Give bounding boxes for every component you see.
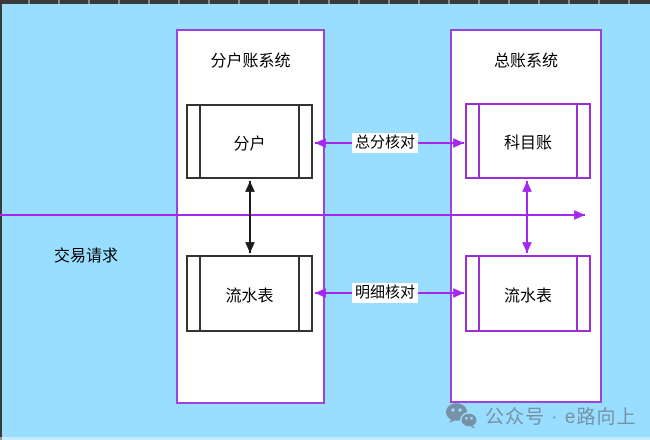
box-left-bar <box>478 105 480 177</box>
detail-reconciliation-label: 明细核对 <box>351 283 419 303</box>
box-flow-table-right-label: 流水表 <box>503 287 552 305</box>
box-flow-table-right: 流水表 <box>465 255 591 332</box>
subledger-system-title: 分户账系统 <box>210 53 291 70</box>
box-subaccount-label: 分户 <box>233 135 266 153</box>
box-left-bar <box>199 257 201 330</box>
box-left-bar <box>199 106 201 177</box>
box-right-bar <box>576 105 578 177</box>
box-flow-table-left: 流水表 <box>186 255 313 332</box>
container-subledger-system: 分户账系统 <box>176 29 325 404</box>
top-ruler-strip <box>0 0 650 4</box>
box-subaccount: 分户 <box>186 104 313 179</box>
box-subject-ledger: 科目账 <box>465 103 591 179</box>
wechat-icon <box>446 403 478 429</box>
total-reconciliation-label: 总分核对 <box>351 133 419 153</box>
box-subject-ledger-label: 科目账 <box>503 135 552 152</box>
bottom-edge-line <box>0 437 650 440</box>
box-right-bar <box>298 106 300 177</box>
watermark: 公众号 · e路向上 <box>445 402 636 429</box>
transaction-request-label: 交易请求 <box>53 248 119 265</box>
box-flow-table-left-label: 流水表 <box>225 287 274 305</box>
left-edge-line <box>0 0 2 440</box>
watermark-text: 公众号 · e路向上 <box>485 407 637 428</box>
box-left-bar <box>478 257 480 330</box>
box-right-bar <box>298 257 300 330</box>
box-right-bar <box>576 257 578 330</box>
general-ledger-system-title: 总账系统 <box>493 53 558 70</box>
container-general-ledger-system: 总账系统 <box>450 29 602 403</box>
